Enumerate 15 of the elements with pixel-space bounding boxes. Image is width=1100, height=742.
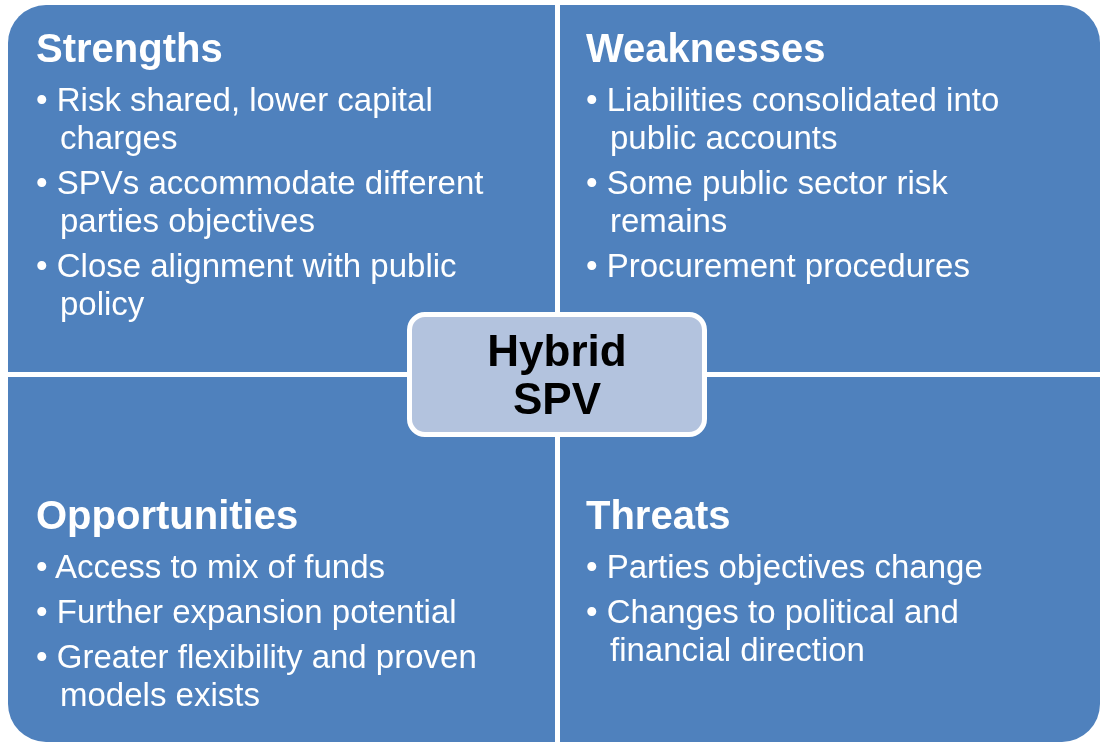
bullet-point: • Parties objectives change	[586, 548, 984, 586]
quadrant-heading: Opportunities	[36, 492, 299, 538]
bullet-point: • Greater flexibility and proven models exists	[36, 638, 478, 714]
quadrant-heading: Threats	[586, 492, 731, 538]
quadrant-heading: Weaknesses	[586, 25, 826, 71]
bullet-point: • Changes to political and financial direction	[586, 593, 960, 669]
center-box: Hybrid SPV	[407, 312, 707, 437]
bullet-point: • Some public sector risk remains	[586, 164, 949, 240]
bullet-point: • Liabilities consolidated into public accounts	[586, 81, 1001, 157]
bullet-point: • Risk shared, lower capital charges	[36, 81, 434, 157]
quadrant-heading: Strengths	[36, 25, 223, 71]
bullet-point: • Further expansion potential	[36, 593, 458, 631]
bullet-point: • Access to mix of funds	[36, 548, 387, 586]
bullet-point: • Procurement procedures	[586, 247, 971, 285]
bullet-point: • SPVs accommodate different parties objectives	[36, 164, 485, 240]
